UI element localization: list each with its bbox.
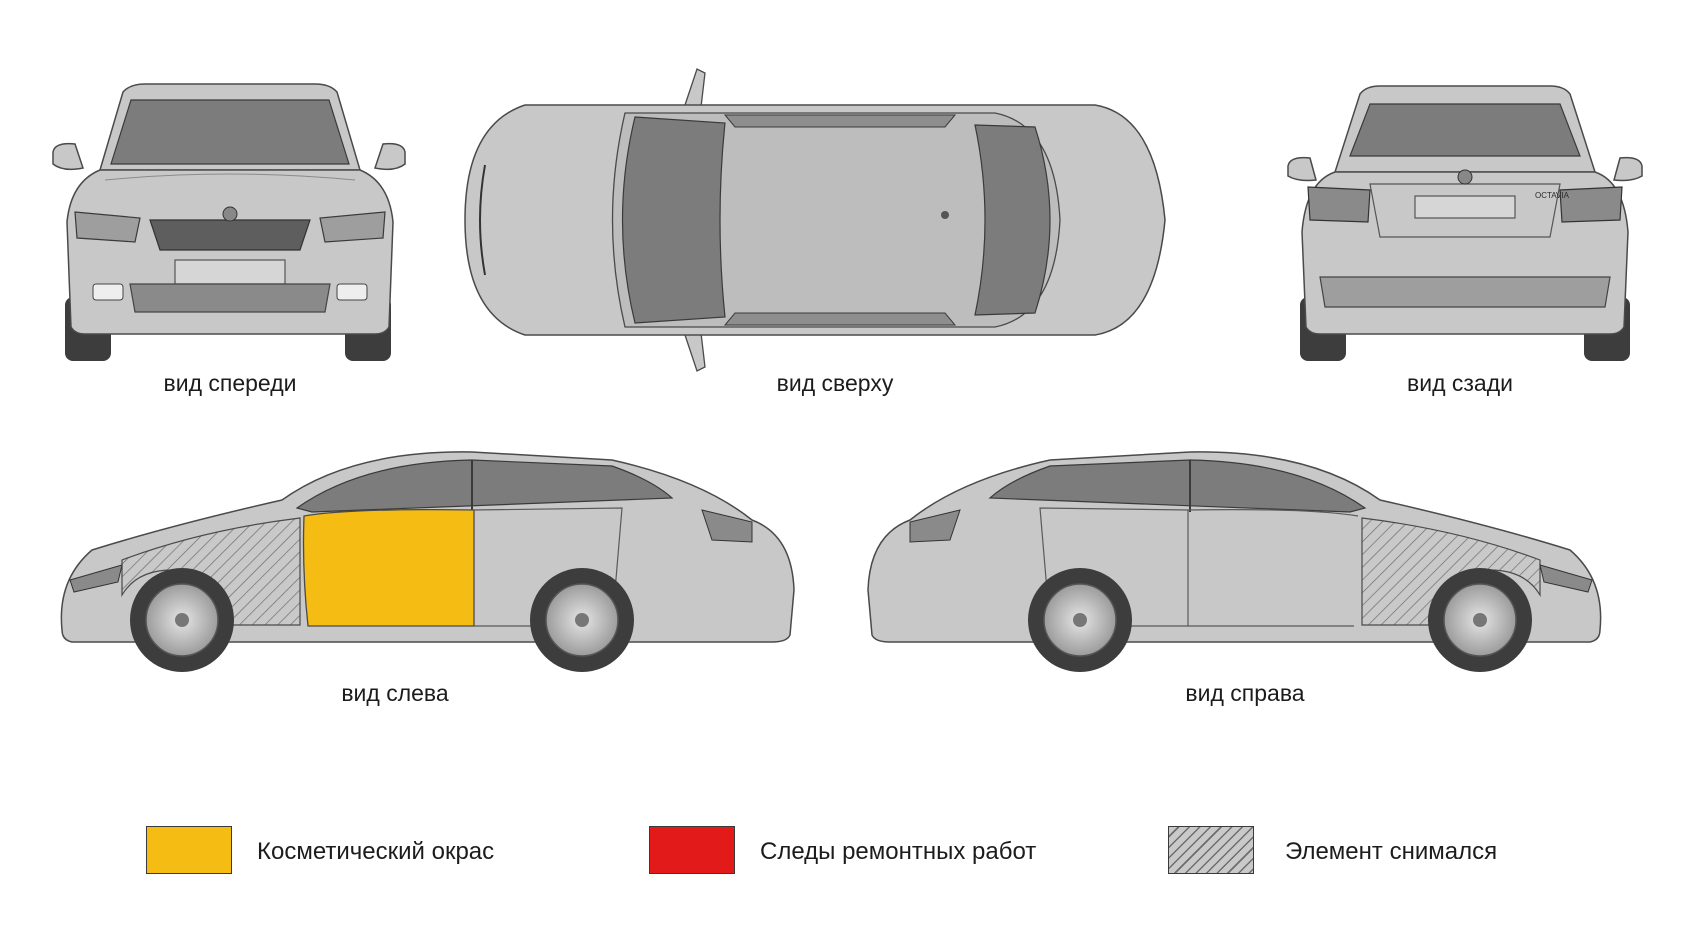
right-view-caption: вид справа [1185, 680, 1305, 706]
top-view-caption: вид сверху [776, 370, 894, 396]
front-view-caption: вид спереди [163, 370, 297, 396]
legend-swatch-cosmetic-paint [146, 826, 232, 874]
legend-swatch-removed-element [1168, 826, 1254, 874]
legend-label-repair-traces: Следы ремонтных работ [760, 838, 1037, 865]
octavia-badge: OCTAVIA [1535, 191, 1569, 200]
rear-view [1280, 72, 1650, 372]
legend-label-removed-element: Элемент снимался [1285, 838, 1498, 865]
left-side-view [52, 430, 812, 700]
right-side-view [850, 430, 1610, 700]
top-view [455, 65, 1215, 375]
rear-view-caption: вид сзади [1407, 370, 1513, 396]
legend-swatch-repair-traces [649, 826, 735, 874]
left-view-caption: вид слева [341, 680, 449, 706]
front-view [45, 72, 415, 372]
legend-label-cosmetic-paint: Косметический окрас [257, 838, 495, 865]
front-left-door-cosmetic [302, 508, 475, 627]
